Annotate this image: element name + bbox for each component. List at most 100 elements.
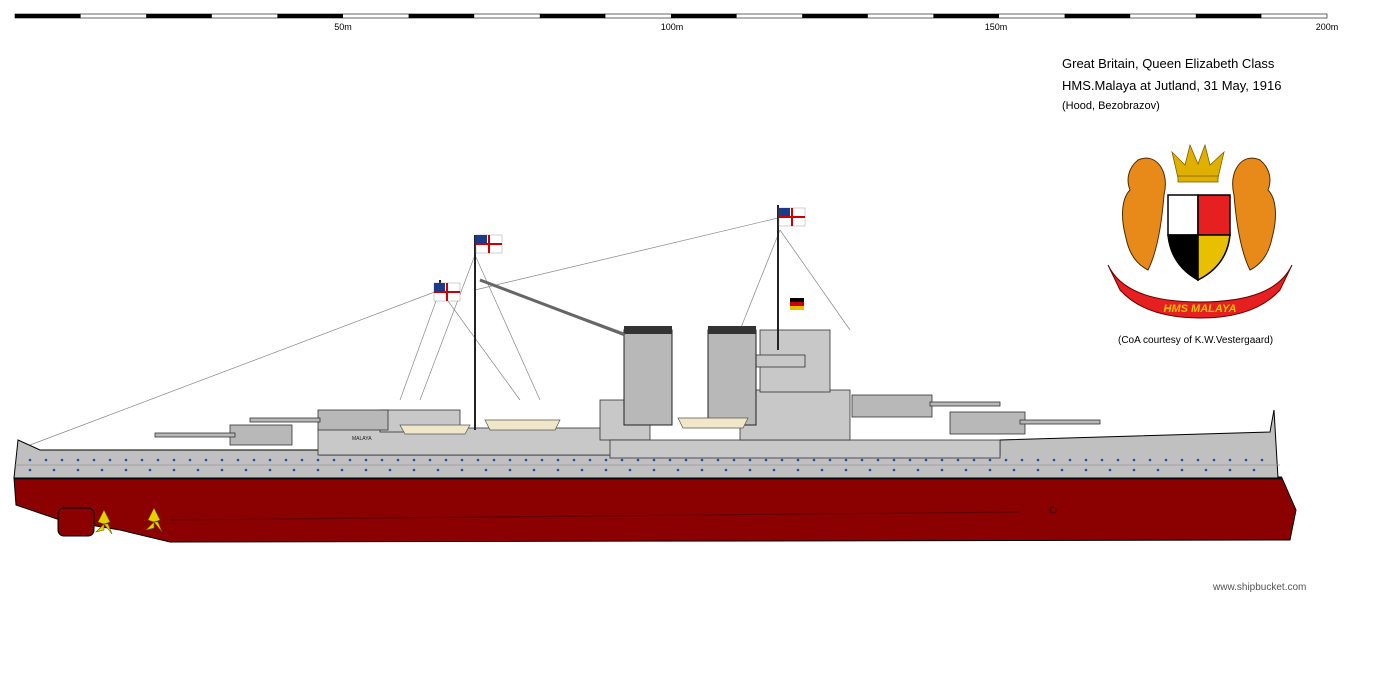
porthole xyxy=(156,458,160,462)
porthole xyxy=(620,458,624,462)
porthole xyxy=(940,458,944,462)
porthole xyxy=(892,468,896,472)
porthole xyxy=(828,458,832,462)
porthole xyxy=(76,468,80,472)
porthole xyxy=(316,468,320,472)
porthole xyxy=(436,468,440,472)
porthole xyxy=(188,458,192,462)
porthole xyxy=(268,468,272,472)
derrick-boom xyxy=(479,278,626,337)
porthole xyxy=(444,458,448,462)
porthole xyxy=(124,458,128,462)
boats xyxy=(399,417,749,435)
porthole xyxy=(636,458,640,462)
tiger-left-icon xyxy=(1122,157,1166,271)
ensign-main xyxy=(475,234,503,254)
ship-name-plate: MALAYA xyxy=(352,436,372,442)
porthole xyxy=(1196,458,1200,462)
motto-text: HMS MALAYA xyxy=(1164,303,1237,315)
porthole xyxy=(52,468,56,472)
scale-label-100m: 100m xyxy=(661,22,684,32)
motto-scroll xyxy=(1107,264,1293,319)
porthole xyxy=(412,468,416,472)
porthole xyxy=(556,468,560,472)
scale-segment xyxy=(671,14,737,18)
shield-icon xyxy=(1167,194,1231,282)
porthole xyxy=(868,468,872,472)
porthole xyxy=(956,458,960,462)
porthole xyxy=(1180,468,1184,472)
porthole xyxy=(484,468,488,472)
porthole xyxy=(92,458,96,462)
porthole xyxy=(316,458,320,462)
porthole xyxy=(540,458,544,462)
porthole xyxy=(572,458,576,462)
porthole xyxy=(236,458,240,462)
porthole xyxy=(1252,468,1256,472)
porthole xyxy=(780,458,784,462)
porthole xyxy=(732,458,736,462)
porthole xyxy=(492,458,496,462)
scale-segment xyxy=(408,14,475,18)
porthole xyxy=(364,458,368,462)
porthole xyxy=(460,458,464,462)
porthole xyxy=(124,468,128,472)
porthole xyxy=(604,468,608,472)
porthole xyxy=(428,458,432,462)
porthole xyxy=(300,458,304,462)
porthole xyxy=(524,458,528,462)
porthole xyxy=(1084,468,1088,472)
porthole xyxy=(1228,468,1232,472)
porthole xyxy=(772,468,776,472)
porthole xyxy=(252,458,256,462)
porthole xyxy=(380,458,384,462)
porthole xyxy=(1020,458,1024,462)
porthole xyxy=(364,468,368,472)
porthole xyxy=(940,468,944,472)
porthole xyxy=(748,468,752,472)
porthole xyxy=(972,458,976,462)
porthole xyxy=(796,468,800,472)
porthole xyxy=(172,468,176,472)
porthole xyxy=(1060,468,1064,472)
porthole xyxy=(716,458,720,462)
porthole xyxy=(1004,458,1008,462)
scale-segment xyxy=(802,14,868,18)
porthole xyxy=(628,468,632,472)
porthole xyxy=(332,458,336,462)
porthole xyxy=(244,468,248,472)
crown-icon xyxy=(1171,143,1225,183)
porthole xyxy=(508,458,512,462)
porthole xyxy=(820,468,824,472)
funnel-forward xyxy=(707,326,757,426)
porthole xyxy=(60,458,64,462)
porthole xyxy=(1164,458,1168,462)
caption-line-3: (Hood, Bezobrazov) xyxy=(1062,100,1160,112)
porthole xyxy=(1204,468,1208,472)
caption-line-2: HMS.Malaya at Jutland, 31 May, 1916 xyxy=(1062,78,1282,93)
porthole xyxy=(268,458,272,462)
porthole xyxy=(140,458,144,462)
porthole xyxy=(764,458,768,462)
porthole xyxy=(844,468,848,472)
caption-line-1: Great Britain, Queen Elizabeth Class xyxy=(1062,56,1275,71)
scale-segment xyxy=(539,14,606,18)
porthole xyxy=(108,458,112,462)
porthole xyxy=(412,458,416,462)
turrets xyxy=(154,394,1101,446)
porthole xyxy=(1068,458,1072,462)
porthole xyxy=(1108,468,1112,472)
porthole xyxy=(924,458,928,462)
scale-label-200m: 200m xyxy=(1316,22,1339,32)
porthole xyxy=(396,458,400,462)
ensign-aft xyxy=(433,282,461,302)
tiger-right-icon xyxy=(1232,157,1276,271)
porthole xyxy=(908,458,912,462)
porthole xyxy=(964,468,968,472)
porthole xyxy=(220,468,224,472)
porthole xyxy=(700,468,704,472)
porthole xyxy=(1036,468,1040,472)
porthole xyxy=(988,468,992,472)
porthole xyxy=(1116,458,1120,462)
porthole xyxy=(28,458,32,462)
